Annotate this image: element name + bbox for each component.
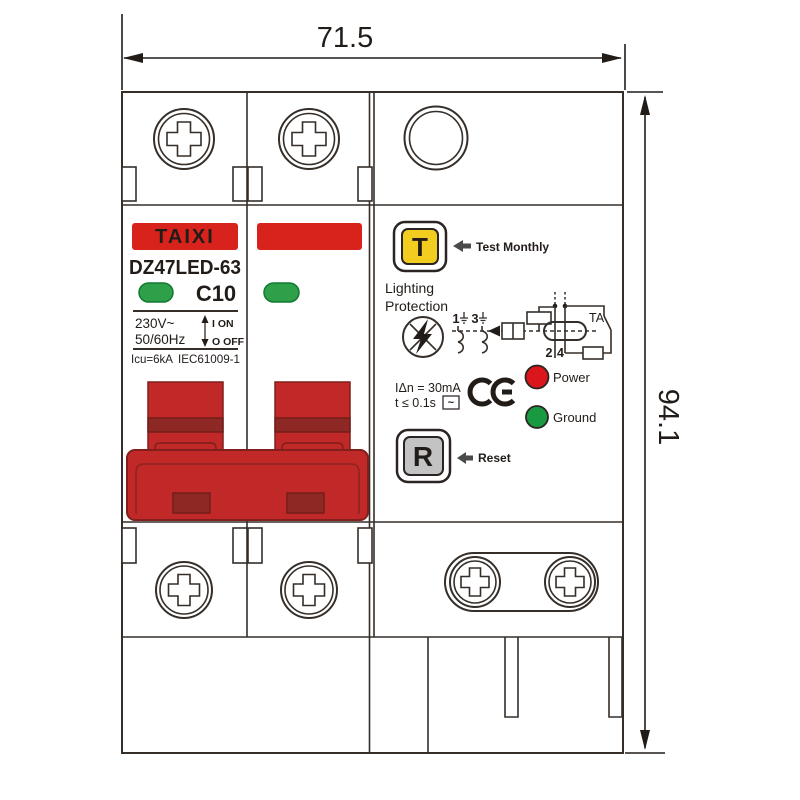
earth-icon (459, 311, 469, 324)
test-button: T (392, 220, 448, 273)
trip-arrow-icon (488, 325, 500, 337)
component-box (526, 311, 552, 325)
pole-module-2-face (257, 223, 362, 303)
off-label: O OFF (212, 336, 245, 348)
handle-stem-detail (154, 442, 217, 452)
test-wire (538, 306, 555, 312)
test-switch-blade (603, 315, 612, 331)
handle-grip-pad (286, 492, 325, 514)
ground-led (525, 405, 549, 429)
pole-module-1-face: TAIXI DZ47LED-63 C10 230V~ 50/60Hz I ON … (129, 223, 245, 366)
voltage-label: 230V~ (135, 316, 175, 331)
breaking-capacity-label: Icu=6kA (131, 352, 173, 366)
clip-notch (232, 527, 248, 564)
handle-stem-band (274, 417, 351, 433)
brand-plate (132, 223, 238, 250)
handle-bar (126, 449, 369, 521)
clip-notch (357, 527, 373, 564)
on-label: I ON (212, 318, 234, 330)
trip-time-label: t ≤ 0.1s (395, 396, 436, 410)
rail-slot (608, 637, 623, 718)
wave-symbol: ~ (448, 397, 455, 409)
ta-label: TA (589, 311, 605, 325)
top-terminal-section (121, 105, 469, 202)
model-label: DZ47LED-63 (129, 257, 241, 279)
phillips-screw-icon (278, 108, 340, 170)
ground-label: Ground (553, 410, 596, 425)
power-led (524, 364, 550, 390)
clip-notch (247, 166, 263, 202)
pointer-left-icon (453, 240, 471, 252)
rcd-module-face: T Test Monthly Lighting Protection 1 3 (385, 220, 612, 484)
arrowhead-down-icon (640, 730, 650, 750)
test-resistor (582, 346, 604, 360)
phillips-screw-icon (155, 561, 213, 619)
toggle-handle (126, 381, 369, 521)
clip-notch (232, 166, 248, 202)
lighting-protection-label-line1: Lighting (385, 280, 434, 296)
status-indicator (138, 282, 174, 303)
clip-notch (357, 166, 373, 202)
body-outline (121, 91, 624, 754)
power-label: Power (553, 370, 591, 385)
bottom-terminal-section (121, 527, 599, 619)
arrowhead-up-icon (640, 95, 650, 115)
terminal-3-label: 3 (471, 311, 478, 326)
earth-icon (478, 311, 488, 324)
phillips-screw-icon (449, 556, 501, 608)
height-dimension-label: 94.1 (652, 389, 684, 445)
handle-stem-band (147, 417, 224, 433)
arrowhead-right-icon (602, 53, 622, 63)
handle-stem-detail (281, 442, 344, 452)
width-dimension: 71.5 (121, 14, 626, 90)
brand-label: TAIXI (155, 226, 215, 248)
width-dimension-label: 71.5 (317, 22, 373, 54)
lighting-protection-label-line2: Protection (385, 298, 448, 314)
clip-notch (121, 527, 137, 564)
rating-label: C10 (196, 281, 236, 306)
residual-current-label: IΔn = 30mA (395, 381, 461, 395)
phillips-screw-icon (153, 108, 215, 170)
phillips-screw-icon (280, 561, 338, 619)
lightning-protection-icon (402, 316, 444, 358)
terminal-slot (444, 552, 599, 612)
test-wire (603, 330, 612, 354)
phillips-screw-icon (544, 556, 596, 608)
reset-button: R (395, 428, 452, 484)
test-button-label: T (412, 232, 428, 262)
clip-notch (121, 166, 137, 202)
status-indicator (263, 282, 300, 303)
standard-label: IEC61009-1 (178, 352, 240, 366)
clip-notch (247, 527, 263, 564)
rail-slot (504, 637, 519, 718)
terminal-4-label: 4 (557, 346, 564, 360)
pole-contact-symbol (457, 326, 489, 354)
pointer-left-icon (457, 452, 473, 464)
reset-button-cap (403, 436, 444, 476)
current-transformer (543, 321, 587, 341)
reset-button-label: R (413, 441, 433, 472)
handle-bar-detail (135, 463, 360, 514)
test-note-label: Test Monthly (476, 240, 549, 254)
height-dimension: 94.1 (625, 91, 684, 754)
test-button-cap (401, 228, 439, 265)
terminal-2-label: 2 (546, 346, 553, 360)
terminal-1-label: 1 (452, 311, 459, 326)
arrowhead-left-icon (123, 53, 143, 63)
wave-symbol-box (442, 395, 460, 410)
wiring-schematic: 1 3 (452, 292, 612, 360)
frequency-label: 50/60Hz (135, 332, 186, 347)
brand-plate-blank (257, 223, 362, 250)
test-wire (565, 305, 605, 316)
ce-mark-icon (467, 377, 516, 407)
screw-hole-icon (403, 105, 469, 171)
handle-grip-pad (172, 492, 211, 514)
reset-note-label: Reset (478, 451, 511, 465)
on-off-arrow-icon (201, 315, 209, 347)
